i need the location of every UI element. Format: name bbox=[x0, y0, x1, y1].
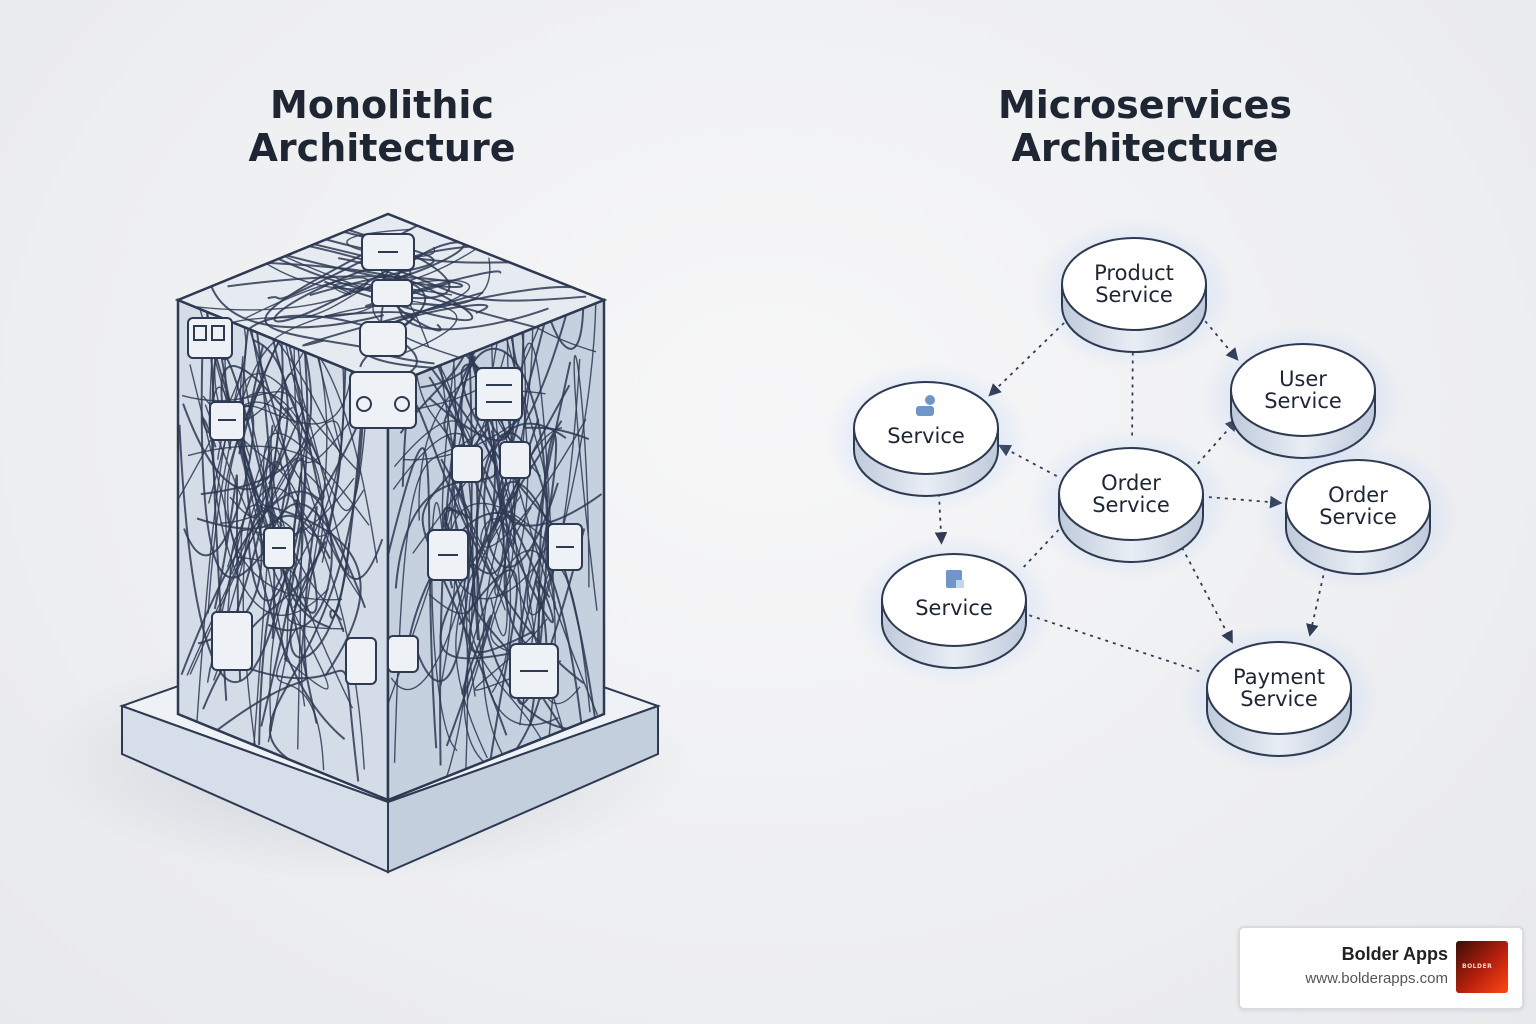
puzzle-icon bbox=[946, 570, 964, 588]
service-node-svc-left[interactable]: Service bbox=[824, 362, 1028, 514]
node-top bbox=[1061, 237, 1207, 331]
module-box bbox=[349, 371, 417, 429]
brand-logo: BOLDER bbox=[1456, 941, 1508, 993]
module-box bbox=[359, 321, 407, 357]
node-label: Service bbox=[1240, 687, 1318, 711]
node-label: Service bbox=[1319, 505, 1397, 529]
monolithic-title-line1: Monolithic bbox=[270, 83, 494, 127]
service-nodes: ProductServiceUserServiceServiceOrderSer… bbox=[824, 218, 1460, 774]
node-label: Service bbox=[915, 596, 993, 620]
node-label: Service bbox=[1092, 493, 1170, 517]
brand-url[interactable]: www.bolderapps.com bbox=[1305, 970, 1448, 987]
node-top bbox=[853, 381, 999, 475]
module-box bbox=[187, 317, 233, 359]
person-icon bbox=[916, 395, 935, 416]
module-box bbox=[345, 637, 377, 685]
microservices-title-line2: Architecture bbox=[1011, 126, 1279, 170]
microservices-title: Microservices Architecture bbox=[940, 84, 1350, 170]
connection-order-center-payment bbox=[1177, 540, 1233, 644]
module-box bbox=[499, 441, 531, 479]
node-label: User bbox=[1279, 367, 1327, 391]
monolith-block bbox=[174, 212, 608, 802]
node-label: Service bbox=[1264, 389, 1342, 413]
node-label: Service bbox=[887, 424, 965, 448]
module-box bbox=[475, 367, 523, 421]
connection-svc-lower-payment bbox=[1029, 614, 1204, 674]
monolithic-title: Monolithic Architecture bbox=[180, 84, 584, 170]
module-box bbox=[451, 445, 483, 483]
node-label: Payment bbox=[1233, 665, 1325, 689]
brand-name: Bolder Apps bbox=[1341, 944, 1448, 964]
node-top bbox=[1206, 641, 1352, 735]
node-label: Product bbox=[1094, 261, 1174, 285]
module-box bbox=[371, 279, 413, 307]
node-top bbox=[1285, 459, 1431, 553]
monolithic-title-line2: Architecture bbox=[248, 126, 516, 170]
brand-badge[interactable]: Bolder Apps www.bolderapps.com BOLDER bbox=[1238, 926, 1524, 1010]
node-label: Order bbox=[1328, 483, 1388, 507]
node-top bbox=[1058, 447, 1204, 541]
service-node-svc-lower[interactable]: Service bbox=[852, 534, 1056, 686]
node-top bbox=[881, 553, 1027, 647]
node-label: Order bbox=[1101, 471, 1161, 495]
node-top bbox=[1230, 343, 1376, 437]
module-box bbox=[211, 611, 253, 671]
microservices-title-line1: Microservices bbox=[997, 83, 1293, 127]
node-label: Service bbox=[1095, 283, 1173, 307]
module-box bbox=[387, 635, 419, 673]
brand-logo-text: BOLDER bbox=[1462, 963, 1493, 970]
